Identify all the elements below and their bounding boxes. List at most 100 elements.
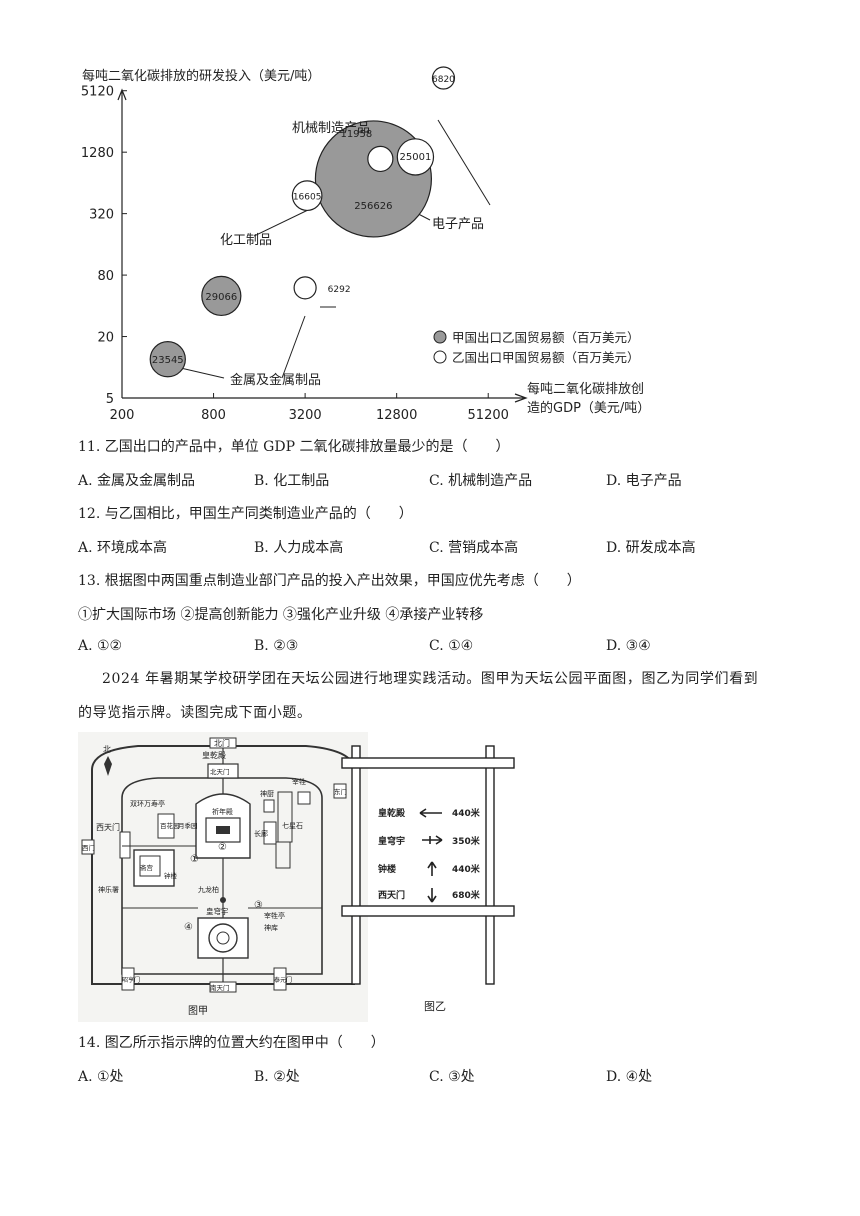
map-label-nantianmen: 南天门 <box>210 983 230 992</box>
question-11-stem: 11. 乙国出口的产品中，单位 GDP 二氧化碳排放量最少的是（ ） <box>78 439 510 455</box>
sign-place-4: 西天门 <box>378 889 405 901</box>
north-arrow-icon <box>104 756 112 776</box>
map-label-qiniandian: 祈年殿 <box>212 807 233 816</box>
map-label-south-west-gate: 昭亨门 <box>122 976 140 984</box>
bubble-point <box>396 138 435 176</box>
q12-option-a[interactable]: A. 环境成本高 <box>78 540 168 556</box>
question-12-stem: 12. 与乙国相比，甲国生产同类制造业产品的（ ） <box>78 506 413 522</box>
map-label-xitianmen: 西天门 <box>96 822 120 832</box>
q14-option-b[interactable]: B. ②处 <box>254 1069 300 1085</box>
bubble-point <box>293 276 317 300</box>
inner-wall <box>121 777 323 975</box>
q13-option-d[interactable]: D. ③④ <box>606 638 651 654</box>
bubble-label-6820: 6820 <box>432 75 455 85</box>
sign-place-3: 钟楼 <box>378 863 396 875</box>
huangqian-hall-block <box>207 763 239 779</box>
bubble-label-16605: 16605 <box>293 193 322 203</box>
bubble-point <box>431 66 456 90</box>
bubble-label-25001: 25001 <box>400 152 432 163</box>
map-marker-4: ④ <box>184 922 193 933</box>
q13-option-a[interactable]: A. ①② <box>78 638 123 654</box>
map-label-beitianmen: 北天门 <box>210 767 230 776</box>
huangqiongyu-circle <box>208 923 238 953</box>
signpost-figure: 皇乾殿 440米 皇穹宇 350米 钟楼 440米 西天门 680米 图乙 <box>341 745 515 1013</box>
map-label-north-gate: 北门 <box>214 738 230 748</box>
y-tick-label: 5120 <box>81 85 114 100</box>
map-label-east-gate: 东门 <box>334 787 347 796</box>
west-gate-block <box>81 839 95 855</box>
map-label-shenchu: 神厨 <box>260 789 274 798</box>
q11-option-d[interactable]: D. 电子产品 <box>606 473 682 489</box>
x-tick-label: 800 <box>201 408 226 423</box>
sign-place-2: 皇穹宇 <box>378 835 405 847</box>
q12-option-d[interactable]: D. 研发成本高 <box>606 540 696 556</box>
sign-dist-2: 350米 <box>452 835 481 847</box>
x-tick-label: 3200 <box>289 408 322 423</box>
shenchu-block <box>263 799 275 813</box>
legend-marker-series-2 <box>433 350 447 364</box>
y-axis-label: 每吨二氧化碳排放的研发投入（美元/吨） <box>82 68 320 84</box>
question-14-stem: 14. 图乙所示指示牌的位置大约在图甲中（ ） <box>78 1035 385 1051</box>
temple-of-heaven-map: 北 北门 皇乾殿 北天门 双环万寿亭 祈年殿 神厨 宰牲 长廊 七星石 西天门 … <box>78 732 368 1022</box>
map-label-zaisheng: 宰牲 <box>292 777 306 786</box>
y-tick-label: 5 <box>106 392 114 407</box>
zhaigong-inner <box>139 855 161 877</box>
x-axis-arrow-icon <box>514 393 528 403</box>
x-tick-label: 51200 <box>468 408 509 423</box>
leader-chemical <box>253 209 309 237</box>
sign-place-1: 皇乾殿 <box>378 807 406 819</box>
huangqiongyu-marker <box>220 897 226 903</box>
q13-option-c[interactable]: C. ①④ <box>429 638 474 654</box>
q11-option-a[interactable]: A. 金属及金属制品 <box>78 473 196 489</box>
sign-dist-1: 440米 <box>452 807 481 819</box>
arrow-east-icon <box>422 835 443 845</box>
sign-dist-4: 680米 <box>452 889 481 901</box>
y-tick-label: 20 <box>97 331 114 346</box>
y-tick-label: 80 <box>97 269 114 284</box>
q11-option-b[interactable]: B. 化工制品 <box>254 473 330 489</box>
map-label-baihuayuan: 百花园 <box>160 821 180 830</box>
q14-option-d[interactable]: D. ④处 <box>606 1069 653 1085</box>
bubble-point <box>201 275 242 317</box>
map-label-qixingshi: 七星石 <box>282 821 303 830</box>
x-tick-label: 12800 <box>376 408 417 423</box>
south-gate-block <box>209 981 237 993</box>
huangqiongyu-inner-circle <box>216 931 230 945</box>
map-label-shuanghuan: 双环万寿亭 <box>130 799 165 808</box>
arrow-west-icon <box>419 808 442 818</box>
passage-line-1: 2024 年暑期某学校研学团在天坛公园进行地理实践活动。图甲为天坛公园平面图，图… <box>102 671 759 687</box>
bubble-label-11958: 11958 <box>340 129 372 140</box>
q14-option-c[interactable]: C. ③处 <box>429 1069 475 1085</box>
north-gate-block <box>209 737 237 749</box>
sign-post-left <box>351 745 361 985</box>
q13-option-b[interactable]: B. ②③ <box>254 638 299 654</box>
arrow-north-icon <box>427 861 437 876</box>
legend-marker-series-1 <box>433 330 447 344</box>
bubble-point <box>367 145 394 173</box>
sign-bar-top <box>341 757 515 769</box>
y-tick-label: 1280 <box>81 146 114 161</box>
map-label-yuejiyuan: 月季园 <box>178 821 198 830</box>
q14-option-a[interactable]: A. ①处 <box>78 1069 124 1085</box>
legend-label-series-1: 甲国出口乙国贸易额（百万美元） <box>452 330 640 345</box>
map-marker-3: ③ <box>254 900 263 911</box>
south-east-gate-block <box>273 967 287 991</box>
map-label-zaishengting: 宰牲亭 <box>264 911 285 920</box>
x-axis-label-line1: 每吨二氧化碳排放创 <box>527 381 644 397</box>
q12-option-b[interactable]: B. 人力成本高 <box>254 540 344 556</box>
bubble-label-29066: 29066 <box>205 292 237 303</box>
annotation-electronics: 电子产品 <box>432 217 484 232</box>
west-tianmen-block <box>119 831 131 859</box>
q12-option-c[interactable]: C. 营销成本高 <box>429 540 519 556</box>
sign-post-right <box>485 745 495 985</box>
map-caption: 图甲 <box>188 1005 208 1017</box>
question-13-statements: ①扩大国际市场 ②提高创新能力 ③强化产业升级 ④承接产业转移 <box>78 607 484 623</box>
q11-option-c[interactable]: C. 机械制造产品 <box>429 473 533 489</box>
map-label-shenyueshu: 神乐署 <box>98 885 119 894</box>
sign-bar-bottom <box>341 905 515 917</box>
y-axis-arrow-icon <box>117 88 127 101</box>
sign-caption: 图乙 <box>424 1000 446 1013</box>
bubble-label-23545: 23545 <box>152 355 184 366</box>
map-label-jiulongbai: 九龙柏 <box>198 885 219 894</box>
map-label-xi-gate: 西门 <box>82 843 95 852</box>
